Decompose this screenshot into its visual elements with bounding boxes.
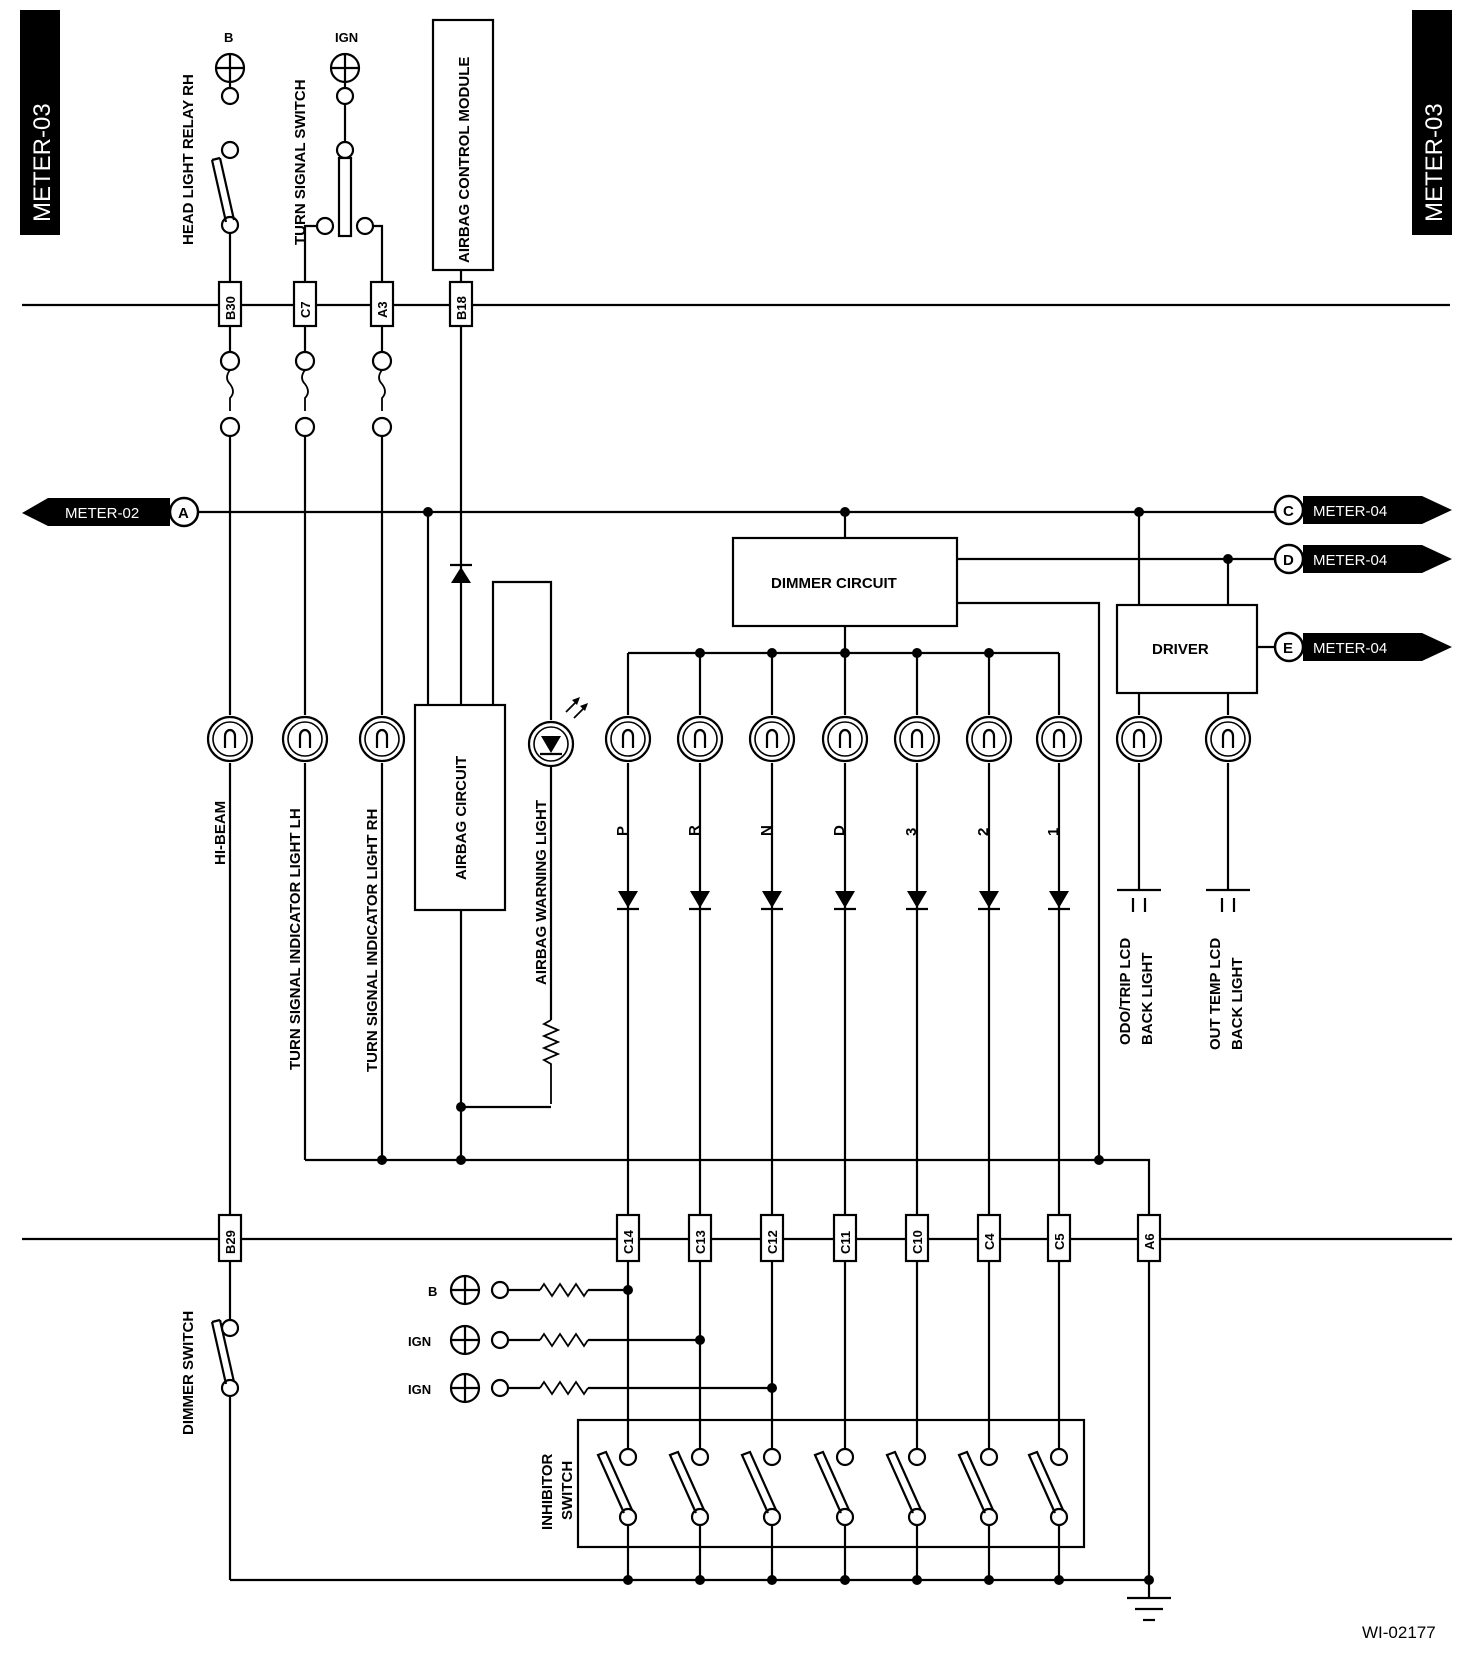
supply-ign-2: IGN [408, 1372, 777, 1404]
svg-text:DIMMER CIRCUIT: DIMMER CIRCUIT [771, 575, 897, 592]
svg-text:METER-04: METER-04 [1313, 552, 1387, 569]
connector-c5: C5 [1046, 1213, 1072, 1263]
svg-text:C4: C4 [982, 1233, 997, 1250]
svg-text:D: D [1283, 552, 1294, 569]
svg-text:AIRBAG CIRCUIT: AIRBAG CIRCUIT [453, 756, 470, 880]
connector-a6: A6 [1136, 1213, 1162, 1263]
svg-text:A3: A3 [375, 301, 390, 318]
tag-left-bg [20, 10, 60, 235]
connector-b30: B30 [217, 280, 243, 328]
svg-text:METER-04: METER-04 [1313, 640, 1387, 657]
connector-b18: B18 [448, 280, 474, 328]
connector-c4: C4 [976, 1213, 1002, 1263]
airbag-control-module: AIRBAG CONTROL MODULE [431, 18, 495, 282]
inhibitor-contacts [596, 1261, 1069, 1580]
svg-text:C14: C14 [621, 1229, 636, 1254]
turn-signal-switch: IGN [303, 30, 384, 282]
svg-text:IGN: IGN [408, 1334, 431, 1349]
temp-label-1: OUT TEMP LCD [1207, 938, 1224, 1050]
svg-text:B: B [428, 1284, 437, 1299]
tag-right: METER-03 [1421, 103, 1448, 222]
svg-text:C12: C12 [765, 1230, 780, 1254]
gear-1: 1 [1045, 828, 1062, 836]
svg-text:A6: A6 [1142, 1233, 1157, 1250]
hi-beam-label: HI-BEAM [212, 801, 229, 865]
driver-block: DRIVER [1115, 603, 1259, 695]
fuse-links [219, 326, 393, 438]
gear-2: 2 [975, 828, 992, 836]
gear-3: 3 [903, 828, 920, 836]
svg-text:C10: C10 [910, 1230, 925, 1254]
tag-right-bg [1412, 10, 1452, 235]
headlight-relay-rh: B [210, 30, 246, 282]
svg-text:C11: C11 [838, 1231, 853, 1254]
supply-b: B [428, 1274, 633, 1306]
dimmer-switch [210, 1261, 240, 1580]
figure-id: WI-02177 [1362, 1623, 1436, 1642]
b-label: B [224, 30, 233, 45]
return-line [305, 1158, 1151, 1215]
lamp-turn-lh [281, 715, 329, 763]
connector-c12: C12 [759, 1213, 785, 1263]
airbag-warning-led [527, 697, 588, 768]
connector-c14: C14 [615, 1213, 641, 1263]
odo-label-1: ODO/TRIP LCD [1117, 938, 1134, 1045]
ign-label-top: IGN [335, 30, 358, 45]
temp-label-2: BACK LIGHT [1229, 958, 1246, 1051]
offpage-c: C METER-04 [1273, 494, 1452, 526]
dimmer-circuit: DIMMER CIRCUIT [731, 536, 959, 628]
lamp-turn-rh [358, 715, 406, 763]
svg-text:B18: B18 [454, 296, 469, 320]
svg-text:C5: C5 [1052, 1233, 1067, 1250]
svg-text:C7: C7 [298, 301, 313, 318]
svg-text:METER-04: METER-04 [1313, 503, 1387, 520]
connector-c11: C11 [832, 1213, 858, 1263]
gear-d: D [831, 825, 848, 836]
ground-symbol [1127, 1596, 1171, 1622]
lamp-hi-beam [206, 715, 254, 763]
airbag-module-label: AIRBAG CONTROL MODULE [456, 57, 473, 263]
connector-c10: C10 [904, 1213, 930, 1263]
svg-text:METER-02: METER-02 [65, 505, 139, 522]
airbag-warning-label: AIRBAG WARNING LIGHT [533, 800, 550, 985]
svg-text:A: A [178, 505, 189, 522]
lamp-out-temp [1204, 715, 1252, 763]
inhibitor-switch [576, 1418, 1086, 1549]
gear-r: R [686, 825, 703, 836]
svg-text:B29: B29 [223, 1230, 238, 1254]
svg-text:B30: B30 [223, 296, 238, 320]
dimmer-switch-label: DIMMER SWITCH [180, 1311, 197, 1435]
turn-signal-switch-label: TURN SIGNAL SWITCH [292, 79, 309, 245]
svg-text:C: C [1283, 503, 1294, 520]
lamp-odo-trip [1115, 715, 1163, 763]
gear-lamp-column [604, 653, 1083, 1215]
offpage-e: E METER-04 [1273, 631, 1452, 663]
svg-text:DRIVER: DRIVER [1152, 641, 1209, 658]
headlight-relay-label: HEAD LIGHT RELAY RH [180, 74, 197, 245]
offpage-a: METER-02 A [22, 496, 200, 528]
ground-symbols-lcd [1117, 888, 1250, 912]
connector-c13: C13 [687, 1213, 713, 1263]
odo-label-2: BACK LIGHT [1139, 953, 1156, 1046]
connector-a3: A3 [369, 280, 395, 328]
turn-rh-label: TURN SIGNAL INDICATOR LIGHT RH [364, 809, 381, 1072]
svg-text:C13: C13 [693, 1230, 708, 1254]
svg-text:IGN: IGN [408, 1382, 431, 1397]
inhibitor-label-1: INHIBITOR [539, 1453, 556, 1530]
supply-ign-1: IGN [408, 1324, 705, 1356]
gear-n: N [758, 825, 775, 836]
inhibitor-label-2: SWITCH [559, 1461, 576, 1520]
offpage-d: D METER-04 [1273, 543, 1452, 575]
gear-p: P [614, 826, 631, 836]
airbag-circuit: AIRBAG CIRCUIT [413, 703, 507, 912]
svg-text:E: E [1283, 640, 1293, 657]
tag-left: METER-03 [29, 103, 56, 222]
connector-c7: C7 [292, 280, 318, 328]
turn-lh-label: TURN SIGNAL INDICATOR LIGHT LH [287, 808, 304, 1070]
connector-b29: B29 [217, 1213, 243, 1263]
